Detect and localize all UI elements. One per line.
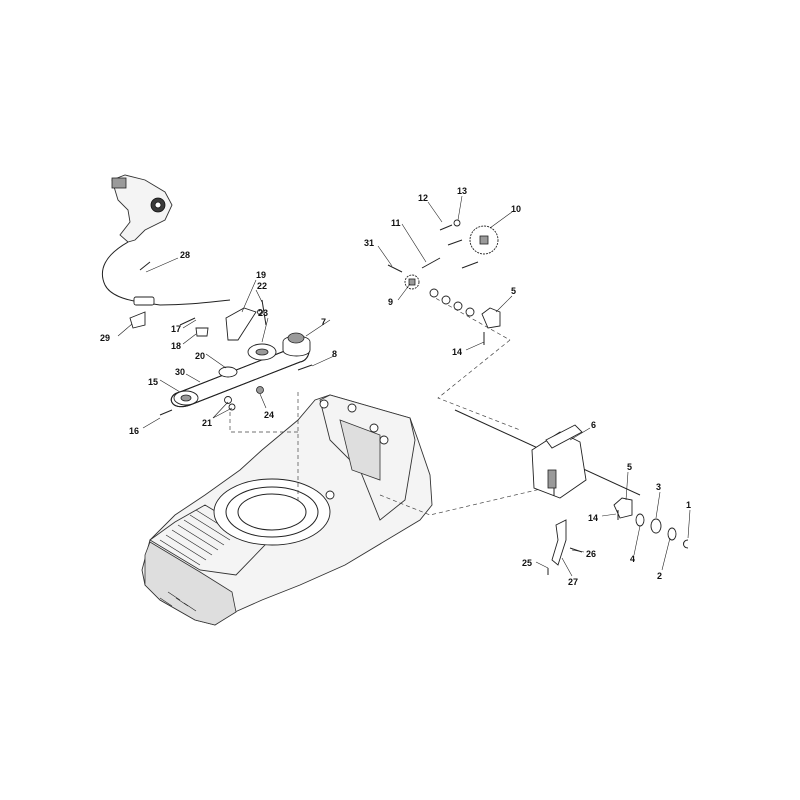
part-label-18: 18 xyxy=(171,341,181,351)
part-label-17: 17 xyxy=(171,324,181,334)
part-label-26: 26 xyxy=(586,549,596,559)
mower-deck xyxy=(141,394,433,626)
part-label-20: 20 xyxy=(195,351,205,361)
knob-18 xyxy=(195,327,209,337)
part-label-6: 6 xyxy=(591,420,596,430)
part-label-19: 19 xyxy=(256,270,266,280)
washer-21a xyxy=(224,396,232,404)
gear-assembly xyxy=(387,219,501,345)
part-label-2: 2 xyxy=(657,571,662,581)
nut-24 xyxy=(256,386,264,394)
washer-2 xyxy=(667,527,677,541)
part-label-15: 15 xyxy=(148,377,158,387)
idler-arm-19 xyxy=(225,307,257,341)
part-label-4: 4 xyxy=(630,554,635,564)
part-label-27: 27 xyxy=(568,577,578,587)
part-label-25: 25 xyxy=(522,558,532,568)
leader-lines xyxy=(117,195,691,577)
bushing-5a xyxy=(481,307,501,329)
part-label-1: 1 xyxy=(686,500,691,510)
bracket-29 xyxy=(129,311,146,329)
part-label-12: 12 xyxy=(418,193,428,203)
part-label-21: 21 xyxy=(202,418,212,428)
part-label-8: 8 xyxy=(332,349,337,359)
drive-control-lever xyxy=(101,174,231,306)
part-label-30: 30 xyxy=(175,367,185,377)
deck-bosses xyxy=(319,399,389,500)
part-label-5a: 5 xyxy=(511,286,516,296)
part-label-24: 24 xyxy=(264,410,274,420)
deck-vents xyxy=(159,509,237,612)
part-label-13: 13 xyxy=(457,186,467,196)
part-labels: 1 2 3 4 5 5 6 7 8 9 10 11 12 13 14 14 15… xyxy=(100,186,691,587)
drive-belt xyxy=(129,261,313,416)
washer-4 xyxy=(635,513,645,527)
part-label-16: 16 xyxy=(129,426,139,436)
part-label-3: 3 xyxy=(656,482,661,492)
deck-blade-opening xyxy=(213,478,331,546)
part-label-9: 9 xyxy=(388,297,393,307)
gearbox-assembly xyxy=(454,409,689,575)
bushing-5b xyxy=(613,497,633,519)
part-label-14a: 14 xyxy=(452,347,462,357)
pulley-20 xyxy=(218,366,238,378)
part-label-22: 22 xyxy=(257,281,267,291)
part-label-7: 7 xyxy=(321,317,326,327)
part-label-29: 29 xyxy=(100,333,110,343)
part-label-11: 11 xyxy=(391,218,401,228)
part-label-10: 10 xyxy=(511,204,521,214)
washer-3 xyxy=(650,518,662,534)
part-label-5b: 5 xyxy=(627,462,632,472)
washer-13 xyxy=(453,219,461,227)
part-label-31: 31 xyxy=(364,238,374,248)
part-label-14b: 14 xyxy=(588,513,598,523)
deck-chassis-opening xyxy=(339,419,381,481)
part-label-23: 23 xyxy=(258,308,268,318)
clip-1 xyxy=(683,539,689,549)
gearbox-6 xyxy=(531,431,587,499)
part-label-28: 28 xyxy=(180,250,190,260)
bracket-27 xyxy=(551,519,567,566)
